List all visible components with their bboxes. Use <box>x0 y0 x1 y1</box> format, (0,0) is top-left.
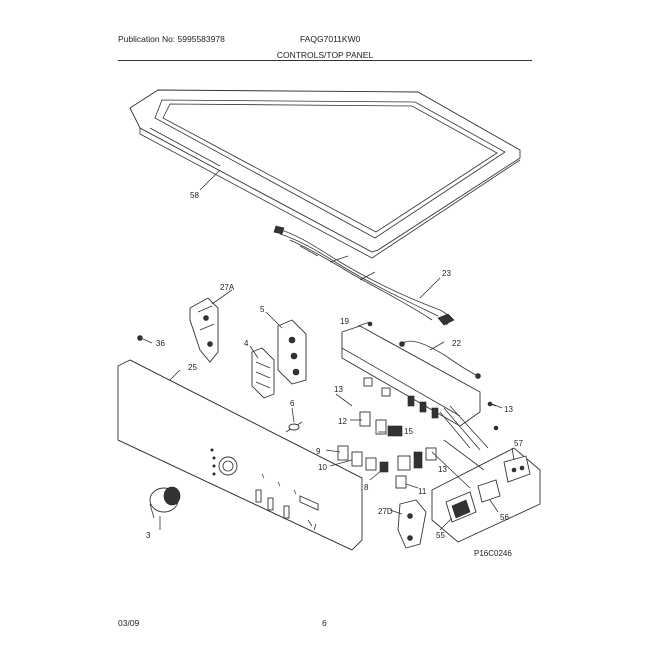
callout-label: 56 <box>500 513 509 522</box>
callout-label: 6 <box>290 399 295 408</box>
control-console <box>117 359 363 551</box>
callout-label: 36 <box>156 339 165 348</box>
callout-label: 5 <box>260 305 265 314</box>
cable-22 <box>399 340 481 379</box>
component-4 <box>251 347 275 399</box>
footer-date: 03/09 <box>118 618 140 628</box>
screw-36 <box>137 335 153 344</box>
wire-harness <box>273 225 455 326</box>
callout-label: 25 <box>188 363 197 372</box>
control-board <box>337 321 489 489</box>
header-rule <box>118 60 532 61</box>
callout-label: 23 <box>442 269 451 278</box>
callout-label: 27D <box>378 507 393 516</box>
callout-label: 4 <box>244 339 249 348</box>
leader-lines <box>159 169 515 531</box>
section-title: CONTROLS/TOP PANEL <box>276 50 374 60</box>
callout-label: 9 <box>316 447 321 456</box>
bracket-27a <box>189 297 219 363</box>
screw-13 <box>487 401 503 431</box>
callout-label: 13 <box>504 405 513 414</box>
page-number: 6 <box>322 618 327 628</box>
callout-label: 12 <box>338 417 347 426</box>
callout-label: 11 <box>418 487 427 496</box>
callout-label: 3 <box>146 531 151 540</box>
callout-label: 13 <box>334 385 343 394</box>
bracket-5 <box>277 319 307 385</box>
shaft-6 <box>285 421 303 433</box>
knob-3 <box>149 486 181 519</box>
callout-label: 15 <box>404 427 413 436</box>
detail-inset <box>431 439 541 543</box>
model-number: FAQG7011KW0 <box>300 34 361 44</box>
callout-label: 58 <box>190 191 199 200</box>
callout-label: 22 <box>452 339 461 348</box>
callout-label: 27A <box>220 283 235 292</box>
publication-number: Publication No: 5995583978 <box>118 34 225 44</box>
top-panel <box>129 89 521 259</box>
callout-label: 10 <box>318 463 327 472</box>
figure-code: P16C0246 <box>474 549 512 558</box>
callout-label: 13 <box>438 465 447 474</box>
bracket-27d <box>397 499 427 549</box>
callout-label: 57 <box>514 439 523 448</box>
callout-labels: 58 23 27A 5 4 36 19 22 25 6 13 12 15 13 … <box>146 191 523 540</box>
callout-label: 55 <box>436 531 445 540</box>
callout-label: 8 <box>364 483 369 492</box>
callout-label: 19 <box>340 317 349 326</box>
